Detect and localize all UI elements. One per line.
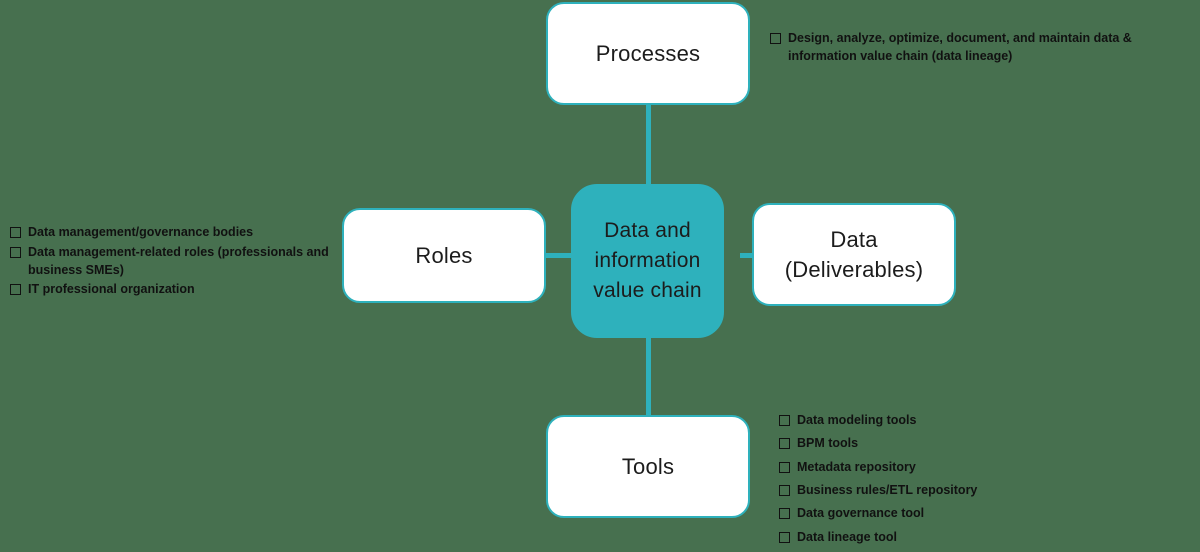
annotation-item: Business rules/ETL repository: [779, 482, 1079, 500]
annotation-text: Data management/governance bodies: [28, 225, 254, 239]
connector-center-to-processes: [646, 100, 651, 190]
annotation-item: Metadata repository: [779, 459, 1079, 477]
node-tools[interactable]: Tools: [546, 415, 750, 518]
annotation-text: Metadata repository: [797, 459, 916, 474]
annotation-text: Data lineage tool: [797, 529, 898, 544]
node-data-deliverables[interactable]: Data (Deliverables): [752, 203, 956, 306]
node-roles[interactable]: Roles: [342, 208, 546, 303]
annotation-item: Data lineage tool: [779, 529, 1079, 547]
annotation-text: Data management-related roles (professio…: [28, 244, 329, 277]
annotation-item: Design, analyze, optimize, document, and…: [770, 30, 1178, 66]
annotation-item: IT professional organization: [10, 281, 332, 299]
checkbox-bullet-icon: [779, 508, 790, 520]
node-data-line-2: (Deliverables): [784, 256, 924, 282]
checkbox-bullet-icon: [10, 227, 21, 238]
annotation-item: Data management/governance bodies: [10, 224, 332, 242]
checkbox-bullet-icon: [779, 438, 790, 450]
annotation-item: Data modeling tools: [779, 412, 1079, 430]
annotation-text: Data governance tool: [797, 506, 925, 521]
connector-center-to-roles: [540, 253, 580, 258]
checkbox-bullet-icon: [779, 415, 790, 426]
node-processes[interactable]: Processes: [546, 2, 750, 105]
annotation-list-processes: Design, analyze, optimize, document, and…: [770, 30, 1178, 68]
diagram-canvas: Processes Roles Data and information val…: [10, 2, 1178, 544]
checkbox-bullet-icon: [779, 485, 790, 497]
node-center-value-chain[interactable]: Data and information value chain: [571, 184, 724, 338]
node-data-line-1: Data: [830, 227, 878, 253]
annotation-text: BPM tools: [797, 436, 859, 451]
annotation-text: Design, analyze, optimize, document, and…: [788, 31, 1132, 63]
node-center-line-2: information: [594, 249, 701, 273]
node-roles-label: Roles: [415, 242, 473, 268]
annotation-item: Data management-related roles (professio…: [10, 244, 332, 280]
annotation-list-roles: Data management/governance bodies Data m…: [10, 224, 332, 301]
annotation-item: BPM tools: [779, 435, 1079, 453]
annotation-item: Data governance tool: [779, 505, 1079, 523]
connector-center-to-tools: [646, 332, 651, 417]
checkbox-bullet-icon: [779, 531, 790, 543]
checkbox-bullet-icon: [770, 33, 781, 44]
node-tools-label: Tools: [621, 453, 675, 479]
annotation-text: IT professional organization: [28, 282, 195, 297]
node-center-line-3: value chain: [593, 278, 702, 302]
checkbox-bullet-icon: [779, 461, 790, 473]
checkbox-bullet-icon: [10, 246, 21, 258]
annotation-text: Data modeling tools: [797, 413, 917, 427]
checkbox-bullet-icon: [10, 284, 21, 296]
annotation-list-tools: Data modeling tools BPM tools Metadata r…: [779, 412, 1079, 552]
annotation-text: Business rules/ETL repository: [797, 483, 978, 498]
node-processes-label: Processes: [595, 40, 701, 66]
node-center-line-1: Data and: [604, 219, 691, 243]
